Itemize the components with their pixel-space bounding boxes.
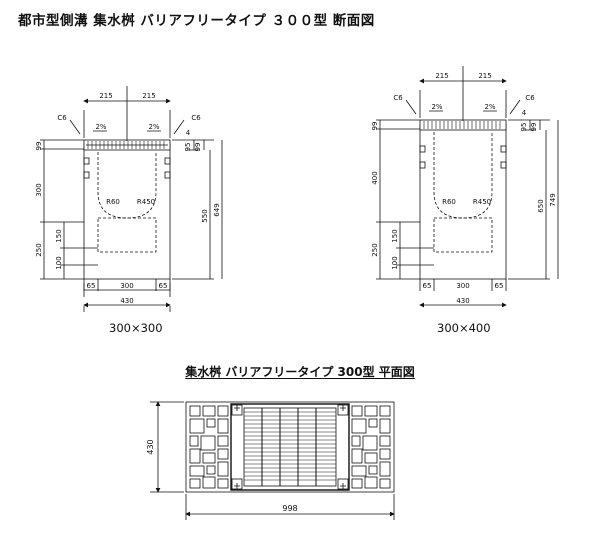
dim-bottom-430: 430 <box>120 297 133 305</box>
plan-left-blocks <box>189 405 229 489</box>
plan-view-labels: 430 998 <box>146 439 298 513</box>
inner-channel-dashed <box>97 152 157 219</box>
slope-right: 2% <box>148 123 159 131</box>
plan-grate-frame <box>230 403 350 491</box>
dim-left-250: 250 <box>35 243 43 256</box>
section-body-outline <box>83 143 171 280</box>
plan-right-blocks <box>351 405 391 489</box>
dim-right-650: 650 <box>537 199 545 212</box>
dim-right-749: 749 <box>549 193 557 206</box>
dim-bottom-65a: 65 <box>87 282 96 290</box>
dim-left-150: 150 <box>55 229 63 242</box>
slope-left: 2% <box>95 123 106 131</box>
dim-left-250: 250 <box>371 243 379 256</box>
plan-outline <box>185 401 395 493</box>
corner-label-right: C6 <box>191 114 201 122</box>
dim-left-100: 100 <box>391 256 399 269</box>
dim-right-99: 99 <box>194 143 202 152</box>
plan-title: 集水桝 バリアフリータイプ 300型 平面図 <box>0 363 600 380</box>
dim-left-100: 100 <box>55 256 63 269</box>
dim-right-4: 4 <box>186 129 191 137</box>
radius-small: R60 <box>442 198 456 206</box>
dim-bottom-65b: 65 <box>495 282 504 290</box>
dim-bottom-65b: 65 <box>159 282 168 290</box>
dim-left-99: 99 <box>35 142 43 151</box>
dim-left-400: 400 <box>371 171 379 184</box>
corner-label-left: C6 <box>393 94 403 102</box>
sump-dashed <box>433 217 493 253</box>
sump-dashed <box>97 217 157 253</box>
caption-300x400: 300×400 <box>437 321 491 335</box>
dim-top-right: 215 <box>142 92 155 100</box>
radius-small: R60 <box>106 198 120 206</box>
plan-bolts <box>234 405 346 489</box>
dim-bottom-300: 300 <box>120 282 133 290</box>
plan-dim-width: 998 <box>282 504 297 513</box>
section-300x400 <box>376 66 559 308</box>
dim-bottom-300: 300 <box>456 282 469 290</box>
slope-left: 2% <box>431 103 442 111</box>
dim-bottom-65a: 65 <box>423 282 432 290</box>
plan-grate-bars <box>244 408 336 486</box>
corner-label-left: C6 <box>57 114 67 122</box>
dim-bottom-430: 430 <box>456 297 469 305</box>
caption-300x300: 300×300 <box>109 321 163 335</box>
dim-right-95: 95 <box>184 143 192 152</box>
dim-right-95: 95 <box>520 123 528 132</box>
section-300x400-labels: 215 215 C6 C6 2% 2% 4 95 99 99 400 250 1… <box>371 72 557 305</box>
plan-grate <box>243 407 337 487</box>
dim-top-right: 215 <box>478 72 491 80</box>
radius-large: R450 <box>137 198 155 206</box>
section-body-outline <box>419 123 507 280</box>
dim-left-99: 99 <box>371 122 379 131</box>
section-300x300-labels: 215 215 C6 C6 2% 2% 4 95 99 99 300 250 1… <box>35 92 221 305</box>
plan-view <box>150 401 395 520</box>
dim-top-left: 215 <box>99 92 112 100</box>
plan-title-text: 集水桝 バリアフリータイプ 300型 平面図 <box>185 365 415 379</box>
dim-right-649: 649 <box>213 203 221 216</box>
dim-left-150: 150 <box>391 229 399 242</box>
dim-right-4: 4 <box>522 109 527 117</box>
dim-top-left: 215 <box>435 72 448 80</box>
slope-right: 2% <box>484 103 495 111</box>
section-300x300 <box>40 86 223 312</box>
dim-right-99: 99 <box>530 123 538 132</box>
corner-label-right: C6 <box>525 94 535 102</box>
drawing-title: 都市型側溝 集水桝 バリアフリータイプ ３００型 断面図 <box>18 13 375 29</box>
grate-frame <box>419 119 507 131</box>
radius-large: R450 <box>473 198 491 206</box>
dim-left-300: 300 <box>35 183 43 196</box>
dim-right-550: 550 <box>201 209 209 222</box>
plan-dim-height: 430 <box>146 439 155 454</box>
